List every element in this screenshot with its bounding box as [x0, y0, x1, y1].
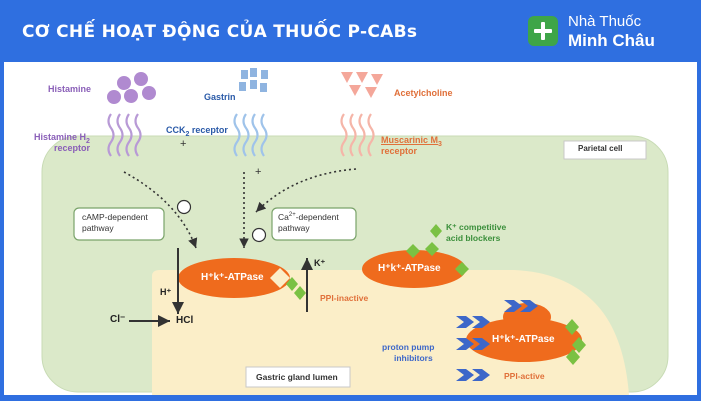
pump-inactive-label: H⁺k⁺-ATPase [201, 272, 264, 283]
muscarinic-receptor-icon [340, 113, 375, 157]
page-title: CƠ CHẾ HOẠT ĐỘNG CỦA THUỐC P-CABs [22, 22, 418, 42]
histamine-receptor-icon [107, 113, 142, 157]
pump-active-shape [466, 318, 582, 362]
plus-circle-ca-icon [251, 227, 267, 243]
hcl-label: HCl [176, 315, 194, 326]
camp-pathway-label: cAMP-dependent [82, 212, 148, 222]
histamine-receptor-label-line2: receptor [54, 143, 91, 153]
gastric-lumen-label: Gastric gland lumen [256, 372, 338, 382]
cck2-receptor-icon [233, 113, 268, 157]
histamine-receptor-label: Histamine H2 [34, 132, 90, 145]
pump-pcab-label: H⁺k⁺-ATPase [378, 263, 441, 274]
parietal-cell-label: Parietal cell [578, 144, 623, 153]
acetylcholine-label: Acetylcholine [394, 88, 453, 98]
histamine-label: Histamine [48, 84, 92, 94]
pump-inactive-shape [178, 258, 290, 298]
muscarinic-receptor-label-line2: receptor [381, 146, 418, 156]
pump-pcab-shape [362, 250, 466, 288]
parietal-cell-label-box [563, 140, 647, 160]
ppi-active-label: PPI-active [504, 371, 545, 381]
gastrin-molecules-icon [239, 68, 268, 92]
brand-name-line2: Minh Châu [568, 31, 655, 50]
ppi-label: proton pump [382, 342, 435, 352]
plus-cross-icon [528, 16, 558, 46]
title-banner: CƠ CHẾ HOẠT ĐỘNG CỦA THUỐC P-CABs [0, 6, 490, 56]
histamine-signal-arrow [123, 171, 198, 249]
brand-logo [490, 0, 701, 62]
pcab-diamond-inactive-2 [286, 277, 298, 291]
pcab-diamond-pump-2 [425, 242, 439, 256]
cl-ion-label: Cl⁻ [110, 314, 126, 325]
pcab-diamond-pump-3 [455, 262, 469, 276]
ppi-diamond-2 [572, 337, 586, 353]
ca-pathway-label-line2: pathway [278, 223, 310, 233]
muscarinic-receptor-label: Muscarinic M3 [381, 135, 442, 148]
pcab-label: K⁺ competitive [446, 222, 507, 232]
camp-pathway-box [73, 207, 165, 241]
pump-active-label: H⁺k⁺-ATPase [492, 334, 555, 345]
ppi-label-line2: inhibitors [394, 353, 433, 363]
brand-name-line1: Nhà Thuốc [568, 13, 642, 30]
diagram-graphics [41, 68, 669, 395]
ca-pathway-label: Ca2+-dependent [278, 212, 339, 222]
header-bar: CƠ CHẾ HOẠT ĐỘNG CỦA THUỐC P-CABs Nhà Th… [0, 0, 701, 62]
plus-sign-ca: + [255, 166, 262, 178]
pump-inactive-notch [270, 268, 290, 288]
ppi-diamond-1 [565, 319, 579, 335]
h-ion-label: H⁺ [160, 287, 172, 297]
ppi-chevron-icons [456, 300, 538, 381]
ca-pathway-box [271, 207, 357, 241]
k-ion-label: K⁺ [314, 258, 326, 268]
ppi-diamond-3 [566, 349, 580, 365]
lumen-label-box [245, 366, 351, 388]
ppi-inactive-label: PPI-inactive [320, 293, 369, 303]
cck2-receptor-label: CCK2 receptor [166, 125, 228, 138]
pcab-diamond-free [430, 224, 442, 238]
plus-circle-camp-icon [176, 199, 192, 215]
acetylcholine-molecules-icon [341, 72, 383, 98]
mechanism-diagram: Histamine Gastrin Acetylcholine Histamin… [4, 62, 697, 395]
pcab-diamond-pump-1 [406, 244, 420, 258]
plus-sign-camp: + [180, 138, 187, 150]
gastrin-label: Gastrin [204, 92, 236, 102]
pcab-diamond-inactive-1 [294, 286, 306, 300]
pcab-label-line2: acid blockers [446, 233, 501, 243]
histamine-molecules-icon [107, 72, 156, 104]
camp-pathway-label-line2: pathway [82, 223, 114, 233]
